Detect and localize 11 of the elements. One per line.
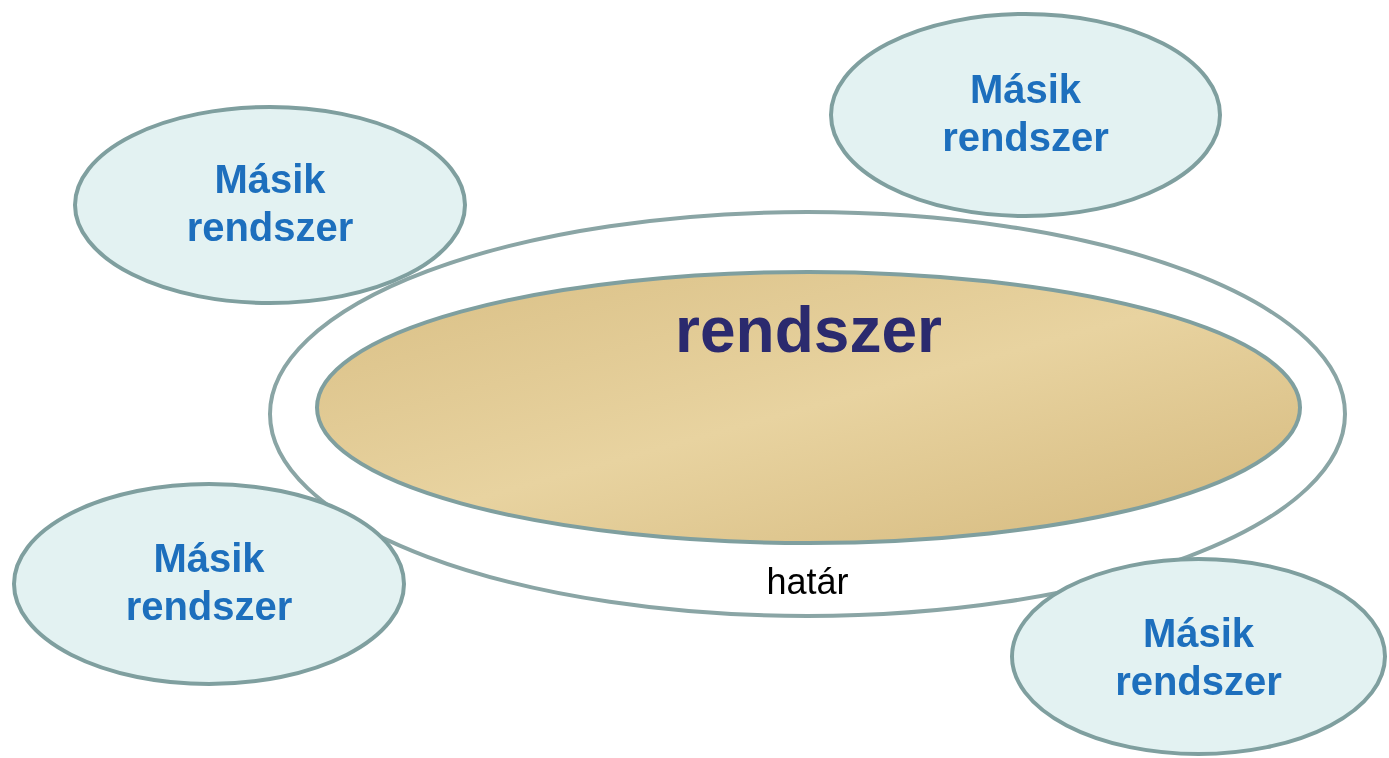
system-label: Másik rendszer — [941, 66, 1110, 161]
system-ellipse — [829, 12, 1222, 218]
system-label: Másik rendszer — [185, 156, 355, 251]
system-title: rendszer — [674, 293, 943, 368]
system-ellipse — [12, 482, 406, 686]
system-ellipse — [315, 270, 1302, 545]
system-label: Másik rendszer — [124, 535, 294, 630]
system-ellipse — [73, 105, 467, 305]
system-label: Másik rendszer — [1114, 610, 1283, 705]
boundary-label: határ — [765, 560, 850, 604]
system-ellipse — [1010, 557, 1387, 756]
